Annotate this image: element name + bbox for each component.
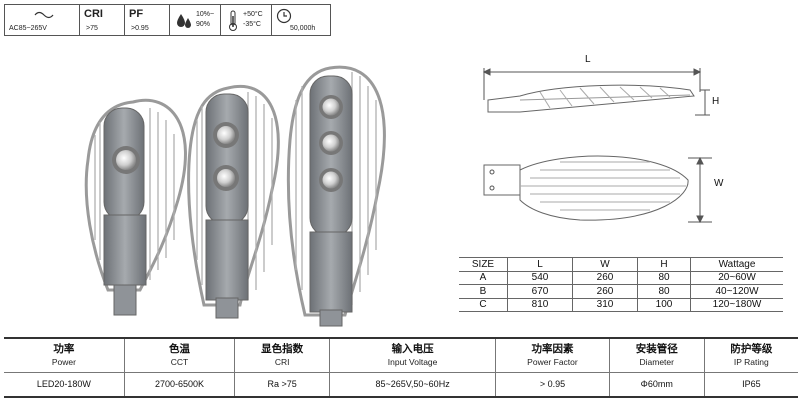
lamp-a-image xyxy=(84,98,187,316)
header-cn: 功率因素 xyxy=(531,342,574,355)
header-cn: 输入电压 xyxy=(391,342,434,355)
size-cell: A xyxy=(479,272,487,284)
size-header-cell: SIZE xyxy=(471,258,495,270)
top-view-diagram xyxy=(483,155,712,224)
temperature-text: +50°C -35°C xyxy=(243,10,263,30)
header-en: Input Voltage xyxy=(387,356,438,367)
humidity-text: 10%~ 90% xyxy=(196,10,214,30)
humidity-line1: 10%~ xyxy=(196,11,215,18)
height-label: H xyxy=(712,96,720,107)
header-en: CRI xyxy=(274,356,290,367)
size-cell: 80 xyxy=(637,284,691,298)
size-header-cell: H xyxy=(637,257,691,271)
thermometer-icon xyxy=(229,10,237,31)
size-cell: 810 xyxy=(507,298,573,312)
header-cn: 安装管径 xyxy=(635,342,678,355)
lifetime-text: 50,000h xyxy=(290,25,316,32)
header-en: CCT xyxy=(170,356,189,367)
spec-value-diameter: Φ60mm xyxy=(608,372,705,397)
width-label: W xyxy=(714,178,724,189)
size-cell: B xyxy=(479,285,487,297)
temperature-line1: +50°C xyxy=(243,11,263,18)
size-cell: 670 xyxy=(507,284,573,298)
header-cn: 色温 xyxy=(169,342,191,355)
water-drop-icon xyxy=(177,14,191,28)
header-en: Power xyxy=(51,356,76,367)
header-cn: 显色指数 xyxy=(261,342,304,355)
spec-value-voltage: 85~265V,50~60Hz xyxy=(329,372,496,397)
size-header-cell: Wattage xyxy=(690,257,783,271)
size-cell: 20~60W xyxy=(690,271,783,285)
lamp-c-image xyxy=(286,65,386,327)
size-table-row: A 540 260 80 20~60W xyxy=(459,271,783,285)
humidity-line2: 90% xyxy=(196,21,211,28)
pf-label: PF xyxy=(129,8,144,20)
size-table-header: SIZE L W H Wattage xyxy=(459,257,783,271)
size-cell: 310 xyxy=(572,298,638,312)
temperature-line2: -35°C xyxy=(243,21,261,28)
spec-table-values: LED20-180W 2700-6500K Ra >75 85~265V,50~… xyxy=(4,372,798,397)
size-cell: 260 xyxy=(572,271,638,285)
size-cell: 100 xyxy=(637,298,691,312)
cri-label: CRI xyxy=(84,8,103,20)
size-table-row: B 670 260 80 40~120W xyxy=(459,284,783,298)
side-view-diagram xyxy=(482,68,710,116)
header-en: IP Rating xyxy=(733,356,769,367)
spec-strip: AC85~265V CRI >75 PF >0.95 10%~ 90% +50°… xyxy=(4,4,331,38)
lifetime-spec: 50,000h xyxy=(271,4,331,36)
size-table: SIZE L W H Wattage A 540 260 80 20~60W B… xyxy=(459,257,783,312)
spec-value-cct: 2700-6500K xyxy=(123,372,235,397)
size-cell: 80 xyxy=(637,271,691,285)
cri-value: >75 xyxy=(86,25,98,32)
size-header-cell: L xyxy=(507,257,573,271)
pf-value: >0.95 xyxy=(131,25,149,32)
size-cell: 260 xyxy=(572,284,638,298)
header-cn: 防护等级 xyxy=(730,342,773,355)
header-cn: 功率 xyxy=(53,342,75,355)
voltage-text: AC85~265V xyxy=(9,25,47,32)
header-en: Power Factor xyxy=(527,356,578,367)
size-header-cell: W xyxy=(572,257,638,271)
length-label: L xyxy=(585,54,591,65)
size-cell: 120~180W xyxy=(690,298,783,312)
size-cell: C xyxy=(479,299,487,311)
clock-icon xyxy=(276,8,292,24)
spec-value-cri: Ra >75 xyxy=(234,372,330,397)
spec-value-pf: > 0.95 xyxy=(495,372,610,397)
size-cell: 40~120W xyxy=(690,284,783,298)
header-en: Diameter xyxy=(639,356,674,367)
ac-wave-icon xyxy=(34,11,54,19)
size-cell: 540 xyxy=(507,271,573,285)
lamp-b-image xyxy=(187,85,280,319)
spec-value-power: LED20-180W xyxy=(36,379,91,390)
size-table-row: C 810 310 100 120~180W xyxy=(459,298,783,312)
spec-value-ip: IP65 xyxy=(703,372,798,397)
